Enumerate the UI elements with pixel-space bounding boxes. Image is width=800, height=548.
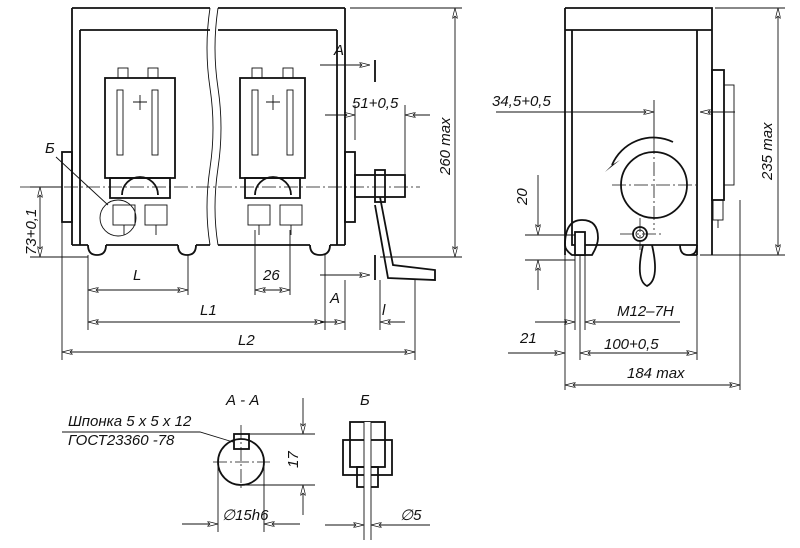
- dim-260-max: 260 max: [437, 117, 454, 176]
- detail-mark-b: Б: [45, 140, 55, 157]
- front-view: 260 max А А 51+0,5 73+0,1 Б L 26 L1 l L2: [20, 7, 462, 360]
- detail-b-title: Б: [360, 392, 370, 409]
- dim-17: 17: [285, 451, 302, 468]
- dim-5: ∅5: [400, 507, 422, 524]
- dim-l2: L2: [238, 332, 255, 349]
- detail-b: Б ∅5: [325, 392, 430, 540]
- switch-unit-2: [239, 67, 306, 235]
- key-section: [233, 433, 250, 450]
- section-a-a: А - А Шпонка 5 х 5 х 12 ГОСТ23360 -78 17…: [62, 392, 315, 532]
- switch-unit-1: [99, 67, 176, 237]
- detail-b-circle: [99, 199, 137, 237]
- dim-l1: L1: [200, 302, 217, 319]
- dim-51: 51+0,5: [352, 95, 399, 112]
- dim-20: 20: [514, 188, 531, 206]
- dim-l: L: [133, 267, 141, 284]
- crank-handle: [354, 60, 436, 281]
- dim-21: 21: [519, 330, 537, 347]
- dim-73: 73+0,1: [23, 209, 40, 255]
- section-mark-a-top: А: [333, 42, 344, 59]
- dim-100: 100+0,5: [604, 336, 659, 353]
- rotation-arrow: [611, 136, 674, 166]
- dim-handle-l: l: [382, 302, 386, 319]
- dim-235-max: 235 max: [759, 122, 776, 181]
- dim-15h6: ∅15h6: [222, 507, 269, 524]
- dim-m12: M12–7H: [617, 303, 674, 320]
- section-mark-a-bottom: А: [329, 290, 340, 307]
- dim-34-5: 34,5+0,5: [492, 93, 551, 110]
- dim-26: 26: [262, 267, 280, 284]
- side-view: 235 max 34,5+0,5 20 M12–7H 21 100+0,5 18…: [492, 7, 785, 390]
- key-spec-line2: ГОСТ23360 -78: [68, 432, 175, 449]
- section-aa-title: А - А: [225, 392, 259, 409]
- foot-section: [564, 219, 599, 256]
- key-spec-line1: Шпонка 5 х 5 х 12: [68, 413, 192, 430]
- dim-184-max: 184 max: [627, 365, 685, 382]
